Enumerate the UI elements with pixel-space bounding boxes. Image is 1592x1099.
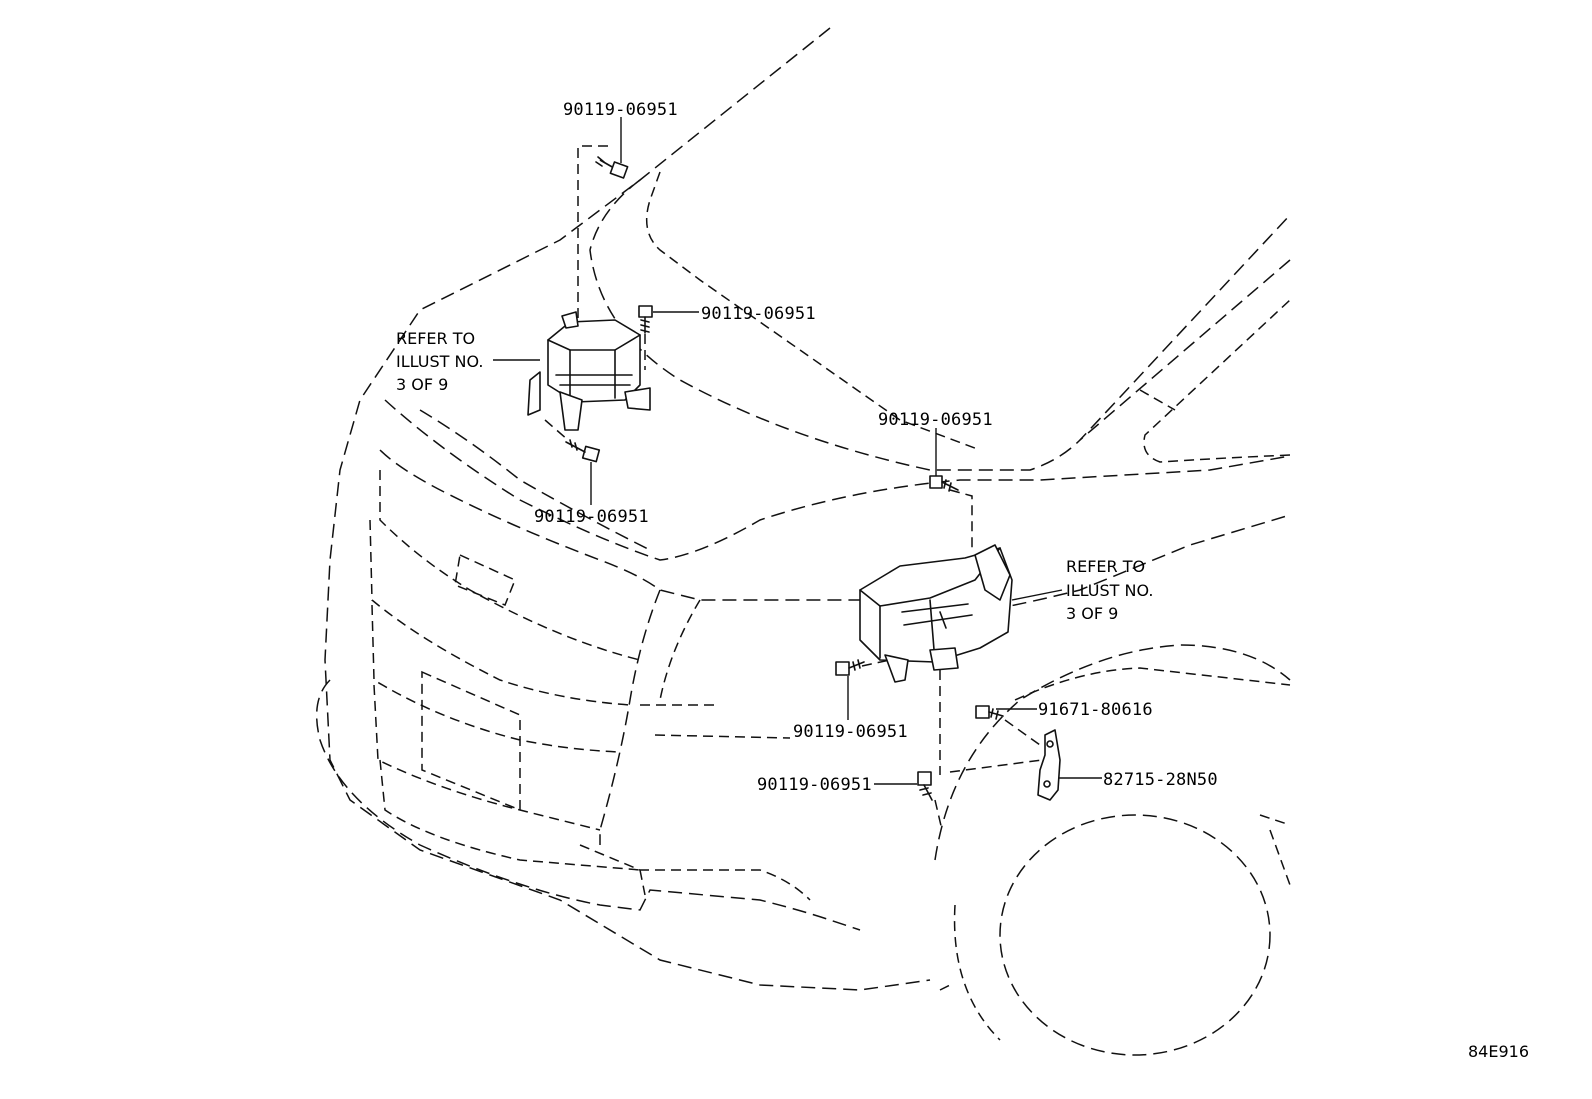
bolt-icon [595, 156, 629, 179]
installation-lines [544, 145, 1043, 831]
ref-left-line3: 3 OF 9 [396, 375, 448, 394]
ref-left-line2: ILLUST NO. [396, 352, 483, 371]
leader-lines [493, 117, 1102, 785]
ref-right-line3: 3 OF 9 [1066, 604, 1118, 623]
callout-bolt-right-lower: 90119-06951 [793, 722, 908, 742]
relay-box-upper [527, 311, 651, 431]
drawing-code: 84E916 [1468, 1042, 1529, 1061]
callout-bolt-bottom: 90119-06951 [757, 775, 872, 795]
callout-bolt-bracket: 91671-80616 [1038, 700, 1153, 720]
relay-box-lower [859, 544, 1013, 683]
ref-right-line2: ILLUST NO. [1066, 581, 1153, 600]
ref-left-line1: REFER TO [396, 329, 475, 348]
vehicle-body-outline [315, 27, 1291, 1056]
callout-bolt-left-lower: 90119-06951 [534, 507, 649, 527]
ref-right-line1: REFER TO [1066, 557, 1145, 576]
bolt-icons [565, 156, 1004, 801]
bolt-icon [835, 659, 865, 676]
bolt-icon [917, 771, 933, 801]
callout-bolt-top: 90119-06951 [563, 100, 678, 120]
bolt-icon [565, 439, 601, 463]
callout-bolt-upper-mid: 90119-06951 [701, 304, 816, 324]
callout-bolt-right-upper: 90119-06951 [878, 410, 993, 430]
bolt-icon [975, 705, 1004, 720]
bolt-icon [638, 305, 653, 334]
callout-labels: 90119-06951 90119-06951 90119-06951 9011… [396, 100, 1529, 1061]
bolt-icon [929, 475, 959, 492]
bracket-part [1037, 729, 1061, 801]
callout-bracket: 82715-28N50 [1103, 770, 1218, 790]
